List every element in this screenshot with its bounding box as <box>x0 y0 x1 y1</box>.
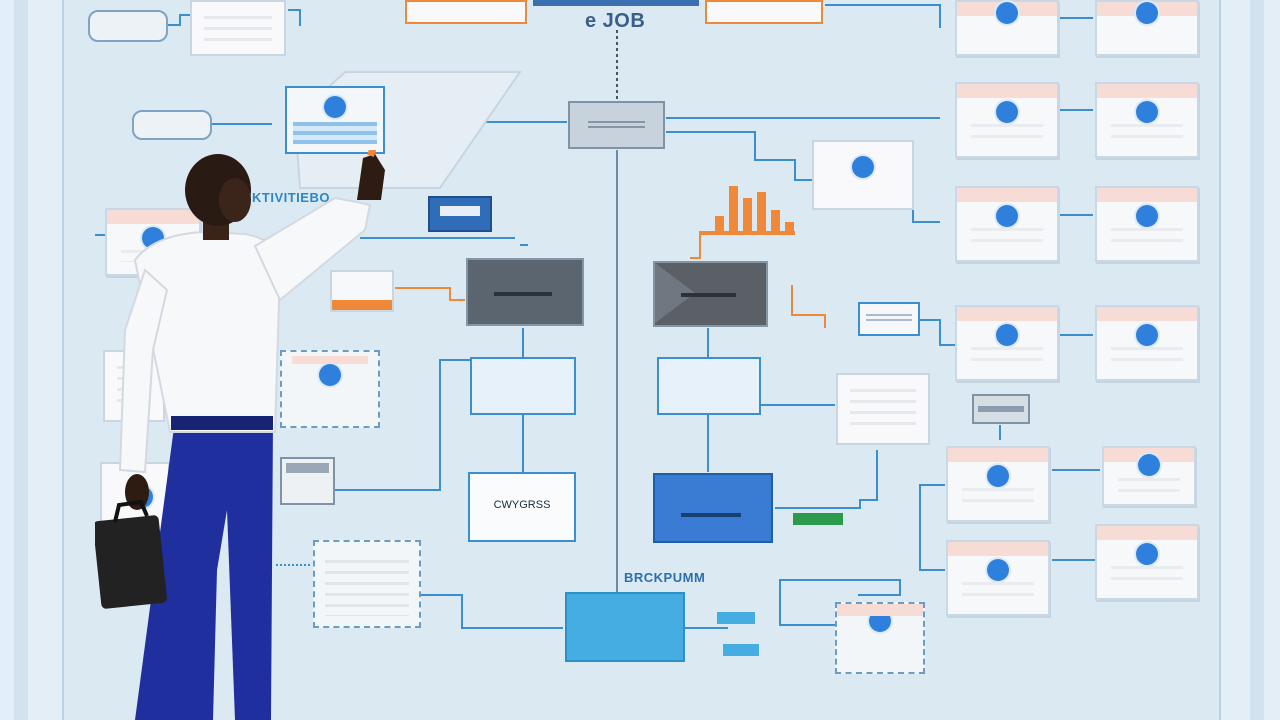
bar-0 <box>715 216 724 234</box>
orange-doc <box>330 270 394 312</box>
card-r3c2 <box>1095 186 1199 262</box>
bar-1 <box>729 186 738 234</box>
dark-box-left <box>466 258 584 326</box>
left-section-label: KTIVITIEBO <box>252 190 330 205</box>
outline-box-left <box>470 357 576 415</box>
card-r5c1 <box>946 446 1050 522</box>
screen-card <box>285 86 385 154</box>
card-r5c2 <box>1102 446 1196 506</box>
left-gray-box <box>280 457 335 505</box>
top-left-doc <box>190 0 286 56</box>
outline-box-right <box>657 357 761 415</box>
dark-box-right <box>653 261 768 327</box>
right-small-box <box>858 302 920 336</box>
dashed-card-bottom <box>313 540 421 628</box>
left-pill <box>132 110 212 140</box>
card-r4c2 <box>1095 305 1199 381</box>
card-r3c1 <box>955 186 1059 262</box>
person-illustration <box>95 150 385 720</box>
dashed-card-bottom-right <box>835 602 925 674</box>
blue-box <box>653 473 773 543</box>
center-box-label: CWYGRSS <box>493 499 551 511</box>
top-doc-a <box>405 0 527 24</box>
card-r2c1 <box>955 82 1059 158</box>
card-r4c1 <box>955 305 1059 381</box>
card-r2c2 <box>1095 82 1199 158</box>
bar-5 <box>785 222 794 234</box>
right-tab-box <box>972 394 1030 424</box>
small-screen-icon <box>428 196 492 232</box>
left-wall-rail <box>14 0 28 720</box>
bar-4 <box>771 210 780 234</box>
right-mid-doc <box>836 373 930 445</box>
bar-3 <box>757 192 766 234</box>
small-blue-tag-b <box>723 644 759 656</box>
top-left-pill <box>88 10 168 42</box>
card-r6c1 <box>946 540 1050 616</box>
hub-box <box>568 101 665 149</box>
green-strip <box>793 513 843 525</box>
top-doc-b <box>705 0 823 24</box>
dashed-card-left <box>280 350 380 428</box>
mini-bar-chart <box>715 184 794 234</box>
bar-chart-baseline <box>700 232 795 235</box>
mid-right-card <box>812 140 914 210</box>
small-blue-tag-a <box>717 612 755 624</box>
diagram-title: e JOB <box>585 10 646 32</box>
bottom-section-label: BRCKPUMM <box>624 570 706 585</box>
right-wall-rail <box>1250 0 1264 720</box>
card-r1c2 <box>1095 0 1199 56</box>
bar-2 <box>743 198 752 234</box>
center-white-box: CWYGRSS <box>468 472 576 542</box>
sky-blue-box <box>565 592 685 662</box>
header-bar <box>533 0 699 6</box>
card-r6c2 <box>1095 524 1199 600</box>
card-r1c1 <box>955 0 1059 56</box>
